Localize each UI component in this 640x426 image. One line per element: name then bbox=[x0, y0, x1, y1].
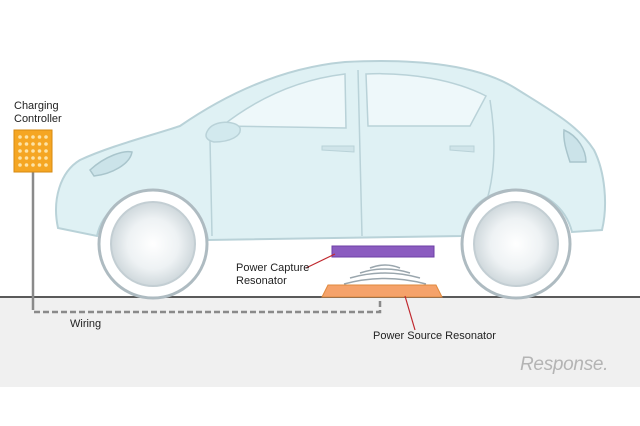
controller-led-dot bbox=[31, 142, 35, 146]
controller-led-dot bbox=[18, 135, 22, 139]
power-capture-label: Power Capture Resonator bbox=[236, 262, 309, 288]
controller-led-dot bbox=[18, 142, 22, 146]
car-door-handle bbox=[449, 145, 475, 153]
controller-led-dot bbox=[24, 135, 29, 139]
controller-led-dot bbox=[31, 156, 35, 160]
controller-led-dot bbox=[44, 163, 48, 167]
controller-led-dot bbox=[24, 142, 29, 146]
power-source-resonator bbox=[321, 284, 443, 298]
controller-led-dot bbox=[37, 135, 42, 139]
controller-led-dot bbox=[31, 149, 35, 153]
car-door-handle bbox=[321, 145, 355, 153]
controller-led-dot bbox=[18, 163, 22, 167]
controller-led-dot bbox=[37, 156, 42, 160]
car-door-line bbox=[209, 139, 213, 237]
controller-led-dot bbox=[31, 135, 35, 139]
front-wheel bbox=[97, 188, 209, 300]
charging-controller-label-line1: Charging bbox=[14, 100, 59, 112]
controller-led-dot bbox=[24, 149, 29, 153]
controller-led-dot bbox=[18, 149, 22, 153]
car-window-rear bbox=[365, 72, 488, 127]
wiring bbox=[31, 298, 382, 314]
charging-controller-label: Charging Controller bbox=[14, 100, 62, 126]
source-pointer-line bbox=[404, 295, 416, 331]
controller-led-dot bbox=[37, 142, 42, 146]
controller-led-dot bbox=[44, 156, 48, 160]
capture-pointer-line bbox=[305, 253, 336, 269]
controller-led-dot bbox=[37, 163, 42, 167]
power-capture-label-line1: Power Capture bbox=[236, 262, 310, 274]
charging-controller-label-line2: Controller bbox=[14, 113, 62, 125]
controller-led-dot bbox=[24, 163, 29, 167]
car-headlight bbox=[89, 150, 133, 177]
controller-led-dot bbox=[44, 142, 48, 146]
car-mirror bbox=[205, 121, 241, 143]
power-capture-label-line2: Resonator bbox=[236, 275, 287, 287]
controller-led-dot bbox=[37, 149, 42, 153]
car-window-front bbox=[219, 73, 347, 129]
power-capture-resonator bbox=[331, 245, 435, 258]
power-source-label: Power Source Resonator bbox=[373, 330, 496, 342]
controller-led-dot bbox=[24, 156, 29, 160]
car-taillight bbox=[563, 128, 587, 163]
controller-led-dot bbox=[44, 149, 48, 153]
charging-controller bbox=[13, 129, 53, 304]
wireless-waves bbox=[343, 264, 427, 285]
controller-led-dot bbox=[44, 135, 48, 139]
wiring-label: Wiring bbox=[70, 318, 102, 330]
controller-led-dot bbox=[31, 163, 35, 167]
controller-led-dot bbox=[18, 156, 22, 160]
rear-wheel bbox=[460, 188, 572, 300]
response-watermark: Response. bbox=[520, 354, 609, 375]
car-door-line bbox=[357, 69, 363, 237]
